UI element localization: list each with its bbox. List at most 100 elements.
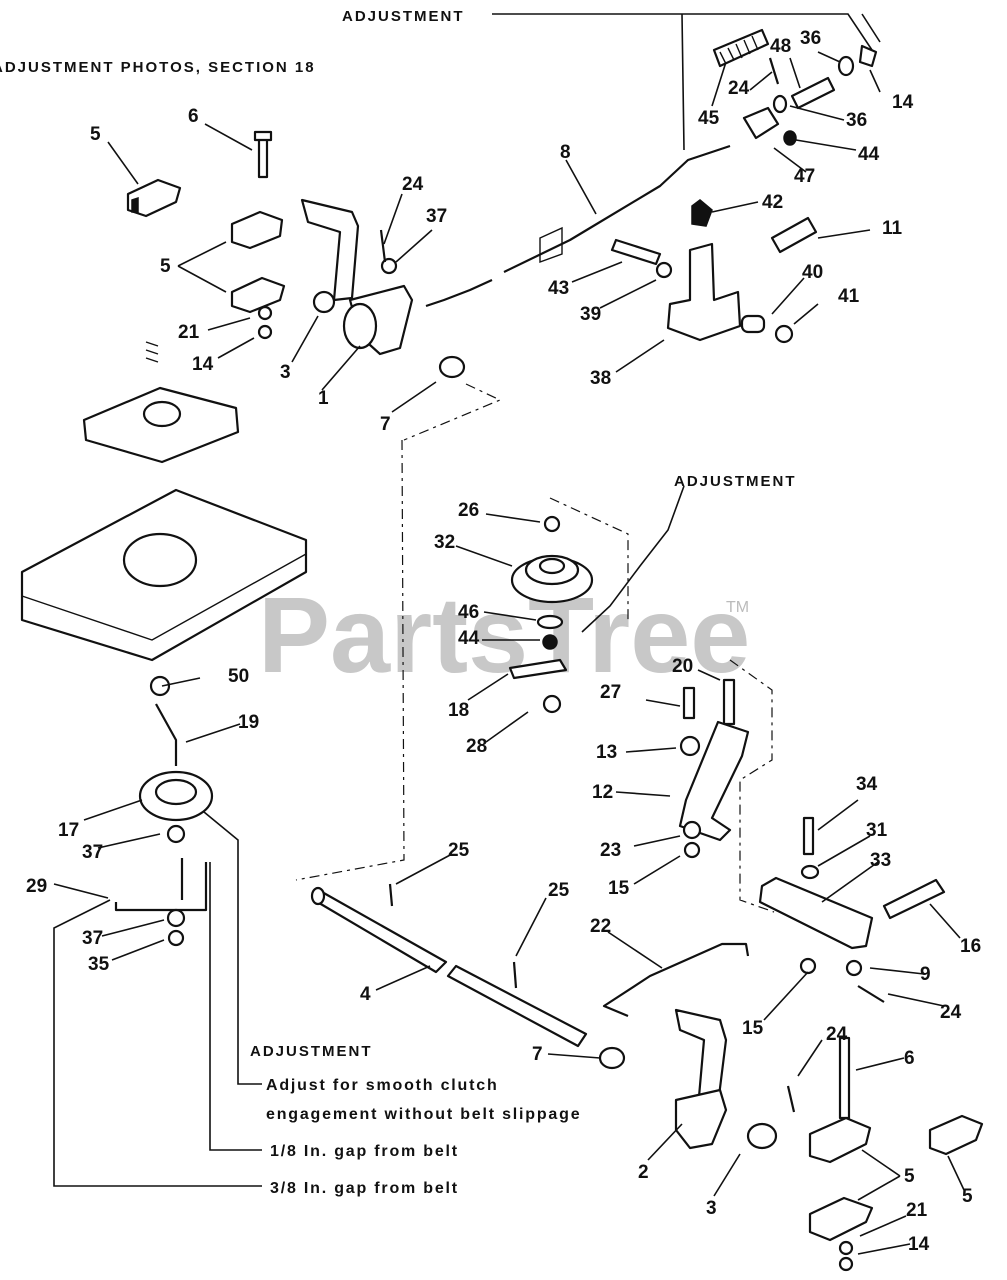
- bolt-20: [722, 678, 736, 726]
- trunnion-47: [742, 106, 780, 140]
- label-24e: 24: [826, 1024, 848, 1045]
- label-43: 43: [548, 278, 569, 299]
- spacer-13: [679, 735, 701, 757]
- note-smooth-clutch: Adjust for smooth clutch: [266, 1077, 499, 1094]
- clamp-block-5-bottom-lower: [808, 1196, 874, 1242]
- cotter-25-b: [512, 961, 518, 989]
- label-16: 16: [960, 936, 981, 957]
- label-20: 20: [672, 656, 693, 677]
- label-15b: 15: [742, 1018, 764, 1039]
- label-31: 31: [866, 820, 888, 841]
- label-26: 26: [458, 500, 479, 521]
- label-6: 6: [188, 106, 199, 127]
- label-5c: 5: [904, 1166, 915, 1187]
- label-19: 19: [238, 712, 259, 733]
- note-three-eighth-gap: 3/8 In. gap from belt: [270, 1180, 459, 1197]
- spring-16: [882, 878, 946, 920]
- centerline-dashes: [295, 383, 629, 881]
- label-44b: 44: [458, 628, 480, 649]
- label-17: 17: [58, 820, 79, 841]
- label-32: 32: [434, 532, 455, 553]
- adjustment-label-top: ADJUSTMENT: [342, 8, 465, 25]
- label-6b: 6: [904, 1048, 915, 1069]
- washer-36-top: [837, 55, 855, 77]
- label-27: 27: [600, 682, 621, 703]
- label-39: 39: [580, 304, 601, 325]
- washer-46: [536, 614, 564, 630]
- washer-37: [380, 257, 398, 275]
- clamp-block-5-top: [126, 178, 182, 218]
- label-37c: 37: [82, 842, 103, 863]
- washer-7-bottom: [598, 1046, 626, 1070]
- label-35: 35: [88, 954, 110, 975]
- label-45: 45: [698, 108, 720, 129]
- label-25: 25: [448, 840, 470, 861]
- washer-3-top: [312, 290, 336, 314]
- tractor-frame: [20, 488, 308, 662]
- bolt-6-top: [253, 130, 273, 179]
- nut-35: [167, 929, 185, 947]
- cross-shaft-4: [310, 886, 588, 1048]
- label-24d: 24: [940, 1002, 962, 1023]
- washer-44-top: [783, 130, 797, 146]
- spring-small: [145, 341, 159, 363]
- clamp-block-5-upper: [230, 210, 284, 250]
- label-50: 50: [228, 666, 249, 687]
- spacer-39: [655, 261, 673, 279]
- watermark-text: PartsTree: [258, 574, 750, 695]
- lever-33: [758, 876, 874, 950]
- nut-14-right: [858, 44, 878, 68]
- label-14: 14: [192, 354, 214, 375]
- cotter-24-bottom: [786, 1085, 796, 1113]
- label-15: 15: [608, 878, 630, 899]
- nut-15-right: [799, 957, 817, 975]
- label-7: 7: [380, 414, 391, 435]
- label-5: 5: [90, 124, 101, 145]
- washer-50: [149, 675, 171, 697]
- adjustment-top-leader: [492, 13, 881, 151]
- label-5b: 5: [160, 256, 171, 277]
- bolt-27: [682, 686, 696, 720]
- label-25b: 25: [548, 880, 570, 901]
- label-41: 41: [838, 286, 860, 307]
- label-13: 13: [596, 742, 617, 763]
- adjustment-label-bottom: ADJUSTMENT: [250, 1043, 373, 1060]
- bolt-43: [610, 238, 662, 266]
- washer-37-left: [166, 824, 186, 844]
- label-21b: 21: [906, 1200, 928, 1221]
- spacer-26: [543, 515, 561, 533]
- label-47: 47: [794, 166, 815, 187]
- brake-pedal-2: [674, 1008, 728, 1150]
- cotter-24-lower: [857, 985, 885, 1003]
- label-48: 48: [770, 36, 791, 57]
- nut-14-bottom: [838, 1256, 854, 1272]
- washer-7-top: [438, 355, 466, 379]
- note-1-leader: [203, 811, 262, 1085]
- label-7b: 7: [532, 1044, 543, 1065]
- adjustment-label-mid: ADJUSTMENT: [674, 473, 797, 490]
- pulley-32: [510, 554, 594, 604]
- bushing-40: [740, 314, 766, 334]
- note-4-leader: [53, 899, 262, 1187]
- label-3b: 3: [706, 1198, 717, 1219]
- bracket-38: [666, 242, 742, 342]
- washer-36-mid: [772, 94, 788, 114]
- label-23: 23: [600, 840, 621, 861]
- photos-reference: ADJUSTMENT PHOTOS, SECTION 18: [0, 59, 316, 76]
- idler-bracket-12: [678, 720, 750, 842]
- cotter-24-top: [379, 229, 387, 263]
- label-24: 24: [402, 174, 424, 195]
- washer-44: [542, 634, 558, 650]
- spring-45: [712, 28, 770, 68]
- label-3: 3: [280, 362, 291, 383]
- washer-37-lower: [166, 908, 186, 928]
- adjustment-mid-leader: [581, 485, 685, 633]
- label-14b: 14: [892, 92, 914, 113]
- label-37d: 37: [82, 928, 103, 949]
- note-belt-slippage: engagement without belt slippage: [266, 1106, 581, 1123]
- clamp-block-5-lower: [230, 276, 286, 314]
- label-46: 46: [458, 602, 479, 623]
- washer-31: [800, 864, 820, 880]
- label-42: 42: [762, 192, 783, 213]
